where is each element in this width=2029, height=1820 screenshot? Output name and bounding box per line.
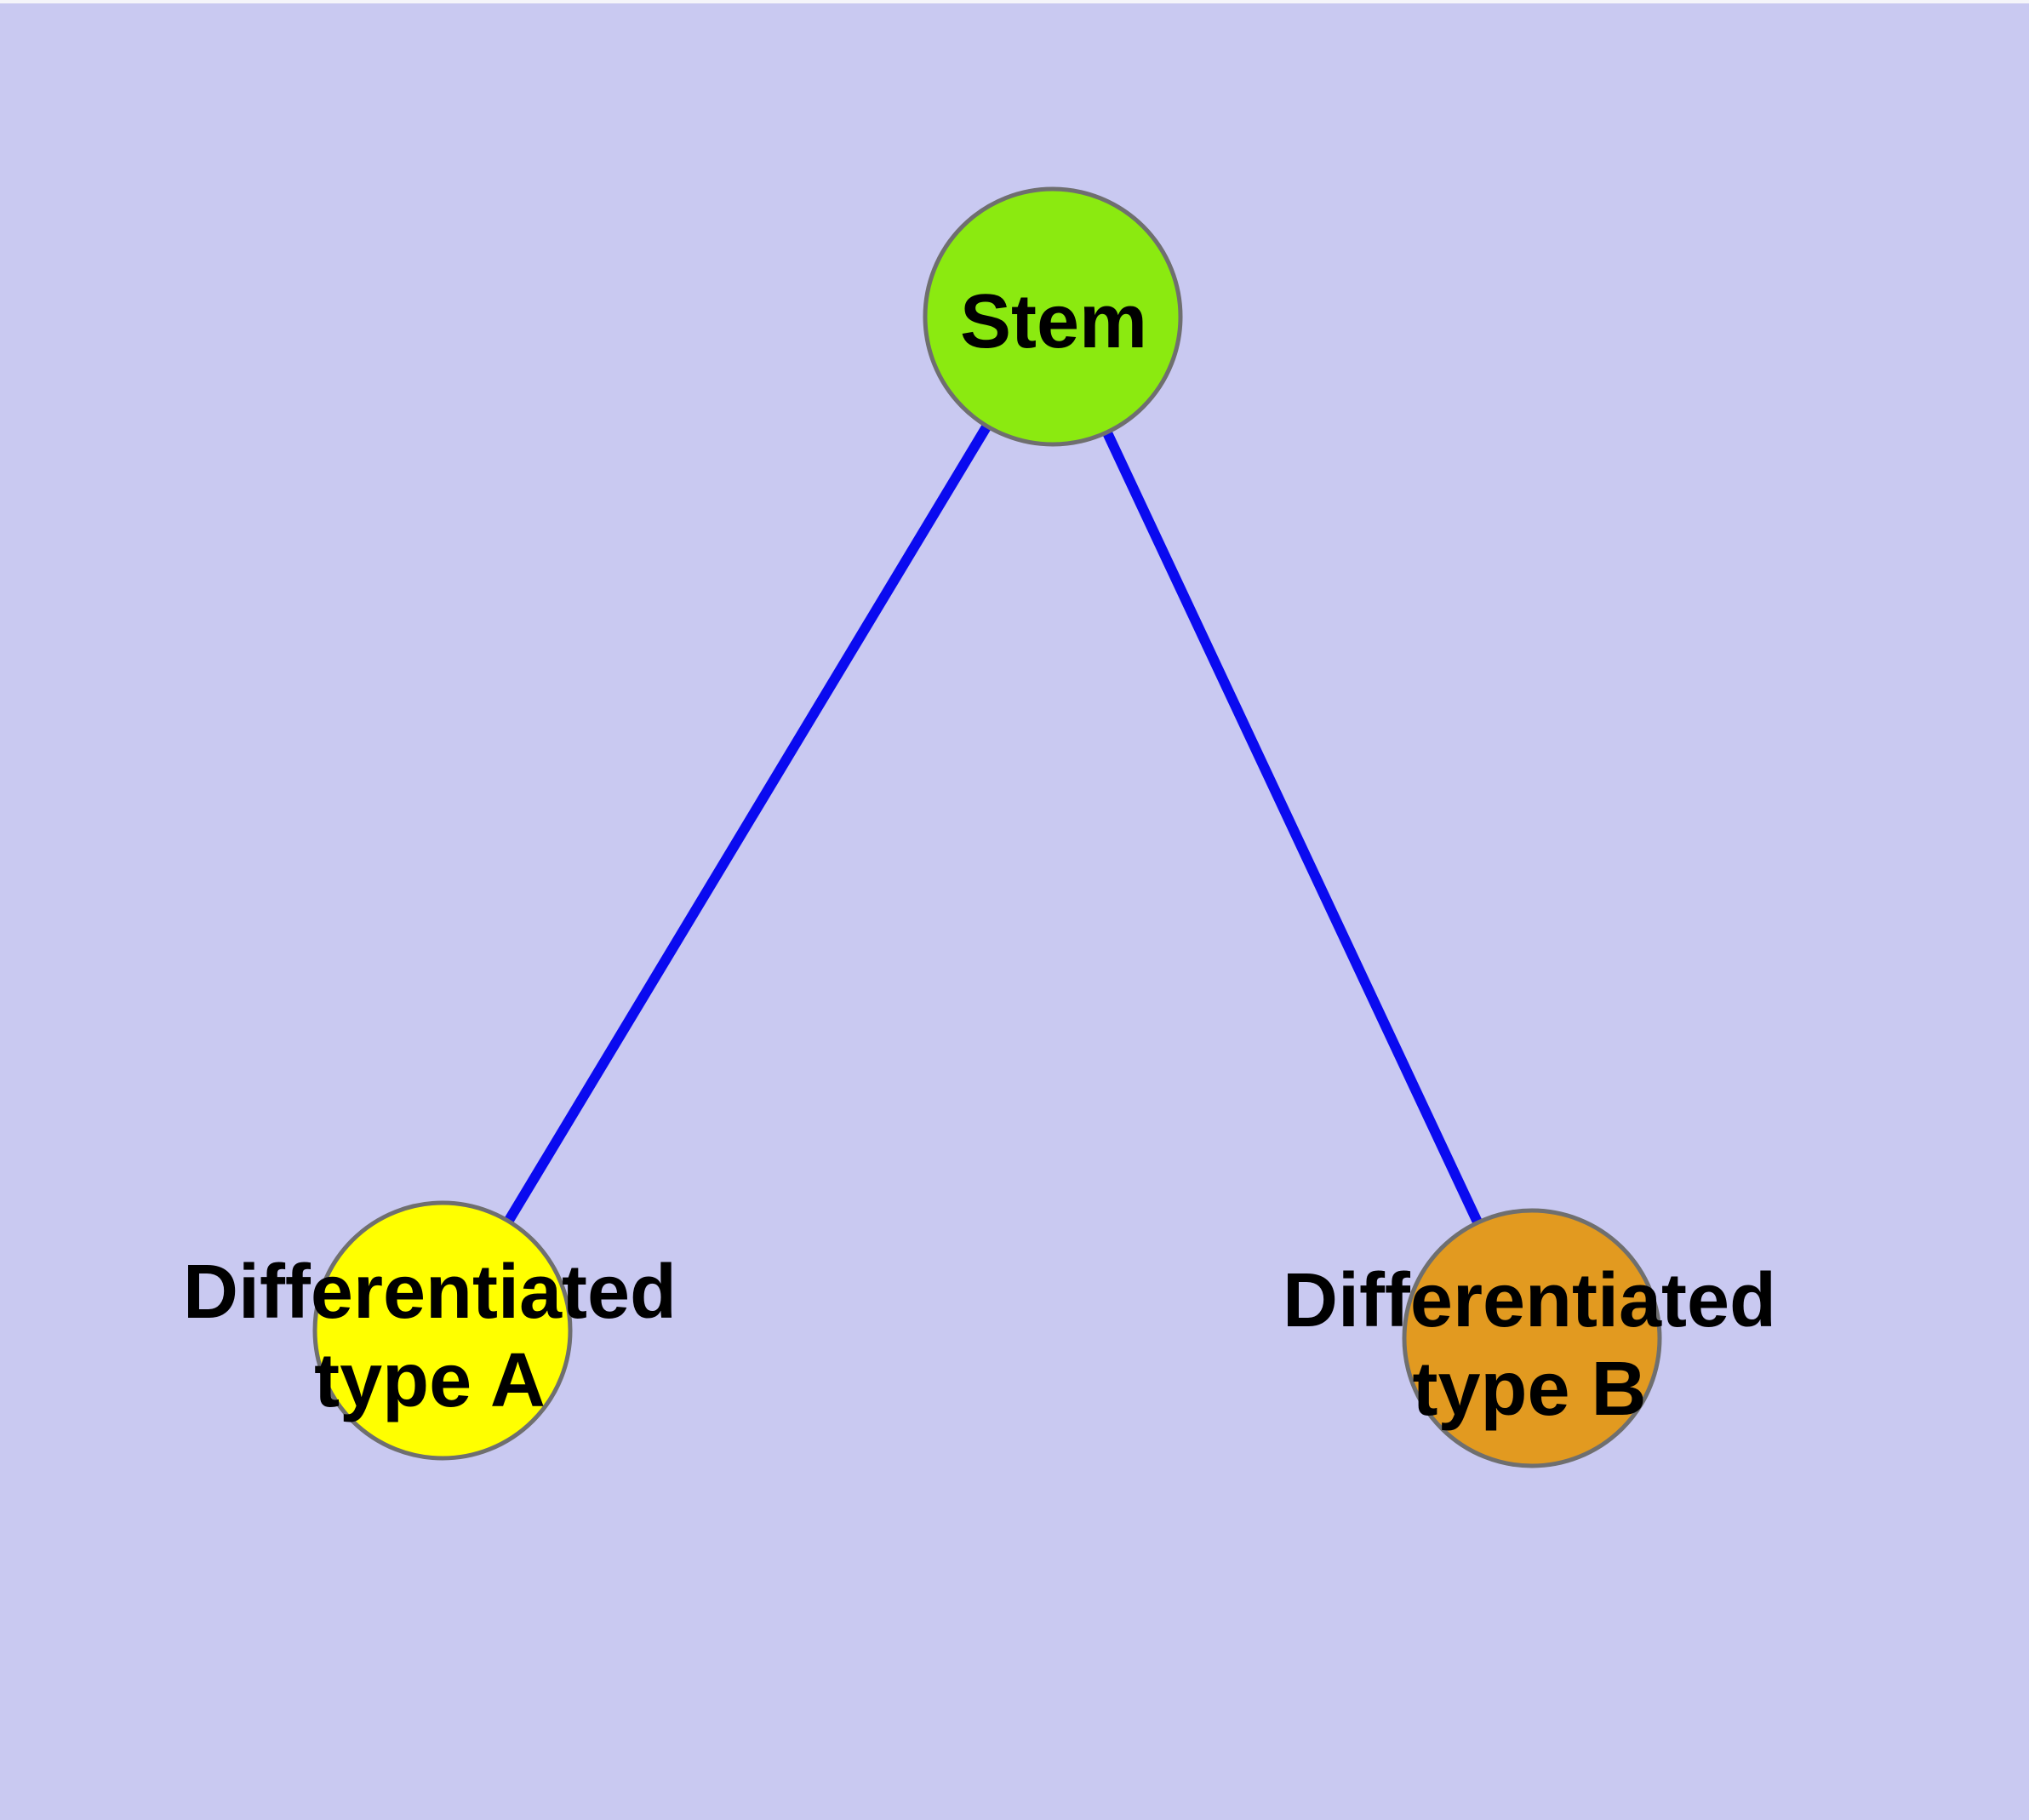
differentiated-type-a-label-line2: type A (314, 1338, 546, 1423)
stem-node-label: Stem (960, 279, 1147, 364)
differentiated-type-b-node[interactable] (1402, 1208, 1662, 1468)
differentiated-type-a-node[interactable] (312, 1200, 573, 1461)
stem-node[interactable] (923, 186, 1183, 447)
edge-stem-to-type-a (437, 313, 1058, 1334)
differentiated-type-b-label-line2: type B (1412, 1347, 1646, 1432)
differentiated-type-a-label-line1: Differentiated (183, 1250, 677, 1335)
top-window-strip (0, 0, 2029, 3)
edge-stem-to-type-b (1048, 314, 1537, 1341)
differentiated-type-b-label-line1: Differentiated (1283, 1258, 1776, 1343)
